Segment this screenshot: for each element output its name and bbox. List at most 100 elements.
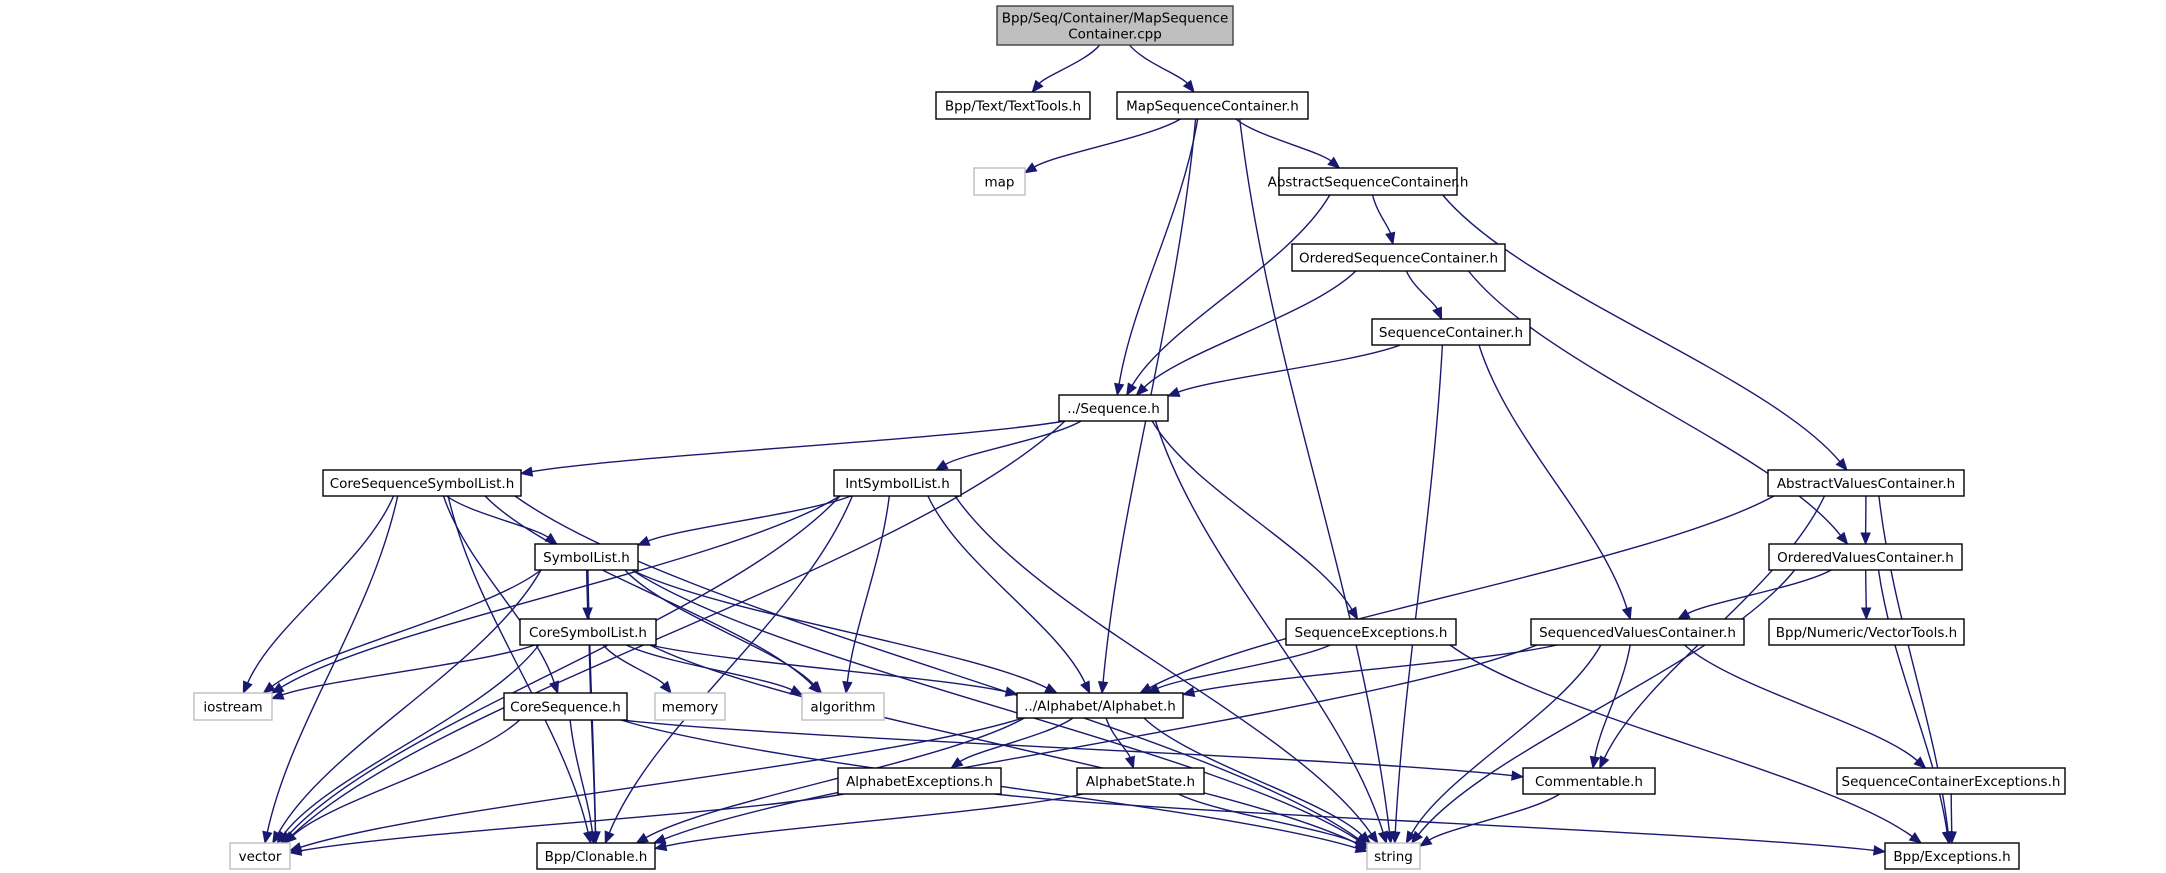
arrowhead-sequence-to-intsymbollist — [934, 459, 949, 471]
edge-coresymbollist-to-memory — [602, 644, 665, 685]
node-box — [973, 167, 1026, 196]
node-coresymbollist[interactable]: CoreSymbolList.h — [519, 618, 657, 646]
node-sequencedvaluescontainer[interactable]: SequencedValuesContainer.h — [1530, 618, 1745, 646]
node-box — [1291, 243, 1506, 272]
node-box — [229, 842, 291, 870]
edge-sequencedvaluescontainer-to-alphabet — [1193, 644, 1558, 693]
arrowhead-intsymbollist-to-clonable — [604, 830, 615, 845]
edge-coresymbollist-to-alphabet — [649, 644, 1007, 693]
edge-alphabet-to-string — [1143, 717, 1363, 836]
arrowhead-abstractseqcontainer-to-sequence — [1126, 382, 1137, 397]
node-label: CoreSymbolList.h — [529, 625, 647, 641]
arrowhead-coresequence-to-commentable — [1511, 770, 1525, 781]
arrowhead-coresymbollist-to-memory — [659, 680, 672, 695]
edge-orderedvaluescontainer-to-exceptions — [1877, 569, 1948, 833]
node-texttools[interactable]: Bpp/Text/TextTools.h — [935, 91, 1091, 120]
node-box — [801, 692, 885, 721]
node-box — [1530, 618, 1745, 646]
edge-coresymbollist-to-vector — [283, 644, 540, 835]
edge-alphabet-to-alphabetstate — [1105, 717, 1131, 758]
node-alphabetstate[interactable]: AlphabetState.h — [1076, 767, 1205, 795]
arrowhead-orderedvaluescontainer-to-sequencedvaluescontainer — [1676, 608, 1691, 620]
node-orderedvaluescontainer[interactable]: OrderedValuesContainer.h — [1768, 543, 1963, 571]
node-vectortools[interactable]: Bpp/Numeric/VectorTools.h — [1768, 618, 1965, 646]
edge-alphabet-to-clonable — [645, 717, 1025, 839]
arrowhead-coresymbollist-to-alphabet — [1004, 686, 1019, 697]
node-root[interactable]: Bpp/Seq/Container/MapSequenceContainer.c… — [996, 5, 1234, 46]
arrowhead-coreseqsymbollist-to-iostream — [242, 680, 253, 695]
node-box — [996, 5, 1234, 46]
node-box — [1767, 469, 1965, 497]
node-label: Bpp/Text/TextTools.h — [945, 99, 1081, 115]
node-seqcontainer[interactable]: SequenceContainer.h — [1371, 318, 1531, 346]
edge-intsymbollist-to-clonable — [608, 495, 853, 834]
node-orderedseqcontainer[interactable]: OrderedSequenceContainer.h — [1291, 243, 1506, 272]
edge-seqcontainerexceptions-to-exceptions — [1950, 793, 1953, 833]
edge-intsymbollist-to-string — [954, 495, 1372, 835]
node-abstractvaluescontainer[interactable]: AbstractValuesContainer.h — [1767, 469, 1965, 497]
node-iostream[interactable]: iostream — [193, 692, 273, 721]
arrowhead-alphabetstate-to-clonable — [653, 840, 668, 852]
node-sequence[interactable]: ../Sequence.h — [1058, 394, 1169, 422]
edge-sequencedvaluescontainer-to-clonable — [663, 644, 1538, 840]
edge-alphabetstate-to-clonable — [665, 793, 1084, 847]
arrowhead-coreseqsymbollist-to-vector — [262, 830, 273, 845]
node-box — [534, 543, 639, 571]
arrowhead-coresequence-to-clonable — [587, 831, 598, 845]
node-map[interactable]: map — [973, 167, 1026, 196]
edge-intsymbollist-to-iostream — [280, 495, 841, 688]
arrowhead-abstractseqcontainer-to-abstractvaluescontainer — [1835, 457, 1848, 472]
node-string[interactable]: string — [1366, 842, 1421, 870]
node-label: Commentable.h — [1535, 774, 1643, 790]
arrowhead-abstractseqcontainer-to-orderedseqcontainer — [1385, 231, 1396, 246]
node-label: AlphabetState.h — [1086, 774, 1195, 790]
edge-alphabet-to-vector — [300, 717, 1024, 848]
node-algorithm[interactable]: algorithm — [801, 692, 885, 721]
node-abstractseqcontainer[interactable]: AbstractSequenceContainer.h — [1268, 167, 1469, 196]
arrowhead-sequence-to-string — [1377, 830, 1388, 845]
node-mapseqcontainer[interactable]: MapSequenceContainer.h — [1116, 91, 1309, 120]
edge-sequence-to-string — [1154, 420, 1384, 833]
node-vector[interactable]: vector — [229, 842, 291, 870]
arrowhead-alphabet-to-alphabetstate — [1124, 755, 1135, 770]
edge-alphabet-to-alphabetexceptions — [959, 717, 1074, 763]
node-memory[interactable]: memory — [654, 692, 726, 721]
node-alphabetexceptions[interactable]: AlphabetExceptions.h — [837, 767, 1002, 795]
node-coreseqsymbollist[interactable]: CoreSequenceSymbolList.h — [322, 469, 522, 497]
node-seqcontainerexceptions[interactable]: SequenceContainerExceptions.h — [1836, 767, 2066, 795]
node-box — [1836, 767, 2066, 795]
edge-alphabetstate-to-string — [1178, 793, 1358, 845]
arrowhead-alphabet-to-clonable — [635, 832, 649, 844]
node-box — [1076, 767, 1205, 795]
node-alphabet[interactable]: ../Alphabet/Alphabet.h — [1016, 692, 1184, 719]
arrowhead-sequencedvaluescontainer-to-alphabet — [1181, 686, 1196, 698]
node-exceptions[interactable]: Bpp/Exceptions.h — [1884, 842, 2020, 870]
edge-coresymbollist-to-algorithm — [625, 644, 793, 691]
node-coresequence[interactable]: CoreSequence.h — [503, 692, 628, 721]
node-box — [1371, 318, 1531, 346]
node-label: SequenceContainer.h — [1379, 325, 1523, 341]
node-commentable[interactable]: Commentable.h — [1522, 767, 1656, 795]
edge-symbollist-to-coresymbollist — [586, 569, 589, 609]
node-label: SequencedValuesContainer.h — [1539, 625, 1736, 641]
edges-layer — [242, 44, 1957, 856]
arrowhead-seqcontainer-to-string — [1390, 831, 1401, 845]
node-seqexceptions[interactable]: SequenceExceptions.h — [1285, 618, 1457, 646]
node-intsymbollist[interactable]: IntSymbolList.h — [833, 469, 962, 497]
edge-coreseqsymbollist-to-vector — [266, 495, 399, 833]
node-label: Bpp/Clonable.h — [545, 849, 648, 865]
node-label: vector — [239, 849, 282, 865]
arrowhead-seqcontainerexceptions-to-exceptions — [1946, 831, 1957, 845]
arrowhead-sequencedvaluescontainer-to-clonable — [652, 833, 667, 844]
arrowhead-sequencedvaluescontainer-to-seqcontainerexceptions — [1913, 756, 1927, 769]
edge-mapseqcontainer-to-abstractseqcontainer — [1235, 118, 1332, 162]
edge-sequence-to-intsymbollist — [945, 420, 1082, 466]
arrowhead-intsymbollist-to-algorithm — [842, 680, 853, 695]
node-symbollist[interactable]: SymbolList.h — [534, 543, 639, 571]
arrowhead-symbollist-to-vector — [272, 830, 283, 845]
edge-orderedseqcontainer-to-orderedvaluescontainer — [1467, 270, 1842, 536]
arrowhead-mapseqcontainer-to-abstractseqcontainer — [1327, 156, 1341, 169]
node-clonable[interactable]: Bpp/Clonable.h — [536, 842, 656, 870]
arrowhead-intsymbollist-to-symbollist — [636, 535, 651, 546]
